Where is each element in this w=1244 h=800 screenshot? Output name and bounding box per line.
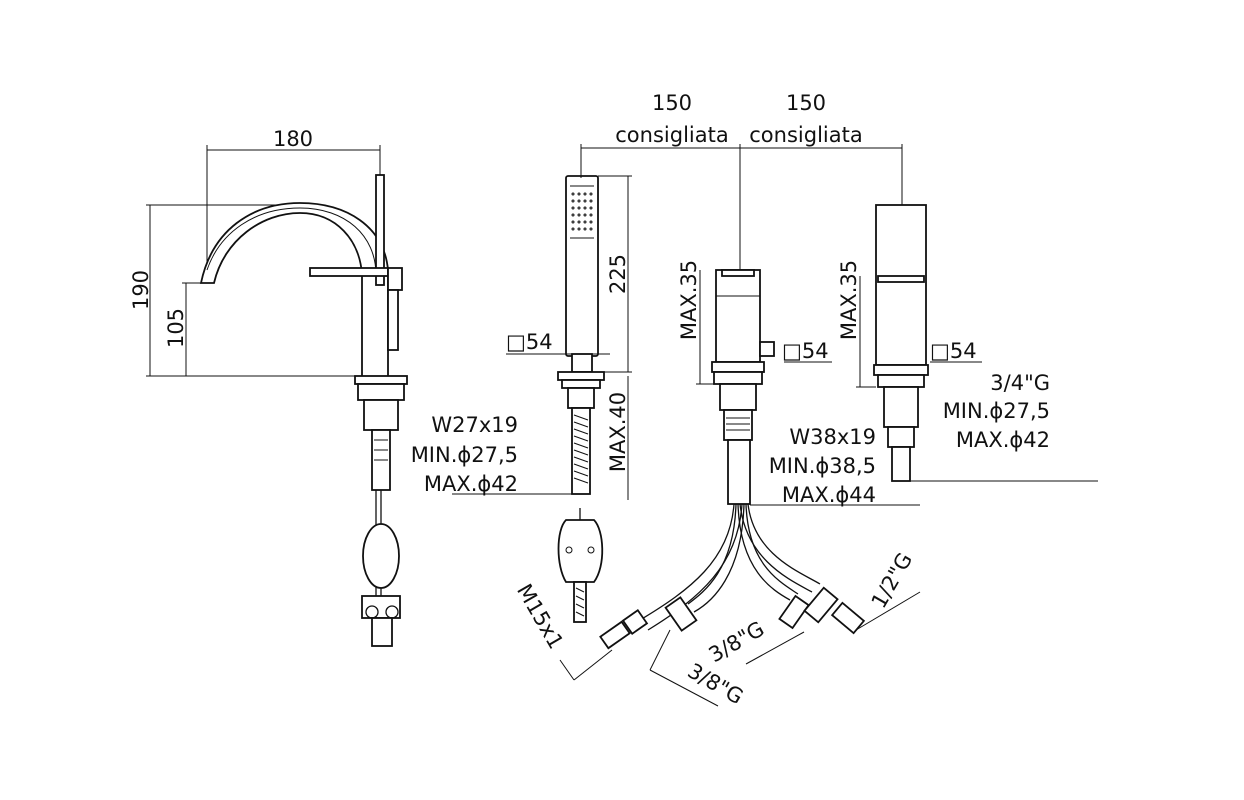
diverter-spec-2: MIN.ϕ38,5 — [769, 454, 876, 478]
spout-side-view — [146, 145, 408, 647]
diverter-max-label: MAX.35 — [677, 260, 701, 340]
hand-shower-spec-2: MIN.ϕ27,5 — [411, 443, 518, 467]
spacing-right-value: 150 — [786, 91, 826, 115]
hand-shower-length-label: 225 — [606, 254, 630, 294]
spacing-right-note: consigliata — [749, 123, 862, 147]
connection-1-2g-label: 1/2"G — [867, 549, 918, 613]
hand-shower-max-label: MAX.40 — [606, 392, 630, 472]
handle-square-label: □54 — [930, 339, 977, 363]
connection-m15-label: M15x1 — [512, 580, 568, 653]
handle-max-label: MAX.35 — [837, 260, 861, 340]
spout-total-height-label: 190 — [129, 270, 153, 310]
hand-shower-spec-1: W27x19 — [431, 413, 518, 437]
spacing-left-value: 150 — [652, 91, 692, 115]
spacing-left-note: consigliata — [615, 123, 728, 147]
spout-width-label: 180 — [273, 127, 313, 151]
hand-shower-square-label: □54 — [506, 330, 553, 354]
connection-3-8g-label-a: 3/8"G — [705, 617, 769, 668]
hand-shower-spec-3: MAX.ϕ42 — [424, 472, 518, 496]
handle-view — [856, 204, 1098, 482]
spacing-dimension — [580, 144, 903, 270]
handle-spec-3: MAX.ϕ42 — [956, 428, 1050, 452]
diverter-square-label: □54 — [782, 339, 829, 363]
handle-spec-1: 3/4"G — [990, 371, 1050, 395]
diverter-spec-1: W38x19 — [789, 425, 876, 449]
hand-shower-view — [452, 175, 632, 623]
handle-spec-2: MIN.ϕ27,5 — [943, 399, 1050, 423]
diverter-spec-3: MAX.ϕ44 — [782, 483, 876, 507]
diverter-view — [559, 269, 921, 707]
spout-height-label: 105 — [164, 308, 188, 348]
